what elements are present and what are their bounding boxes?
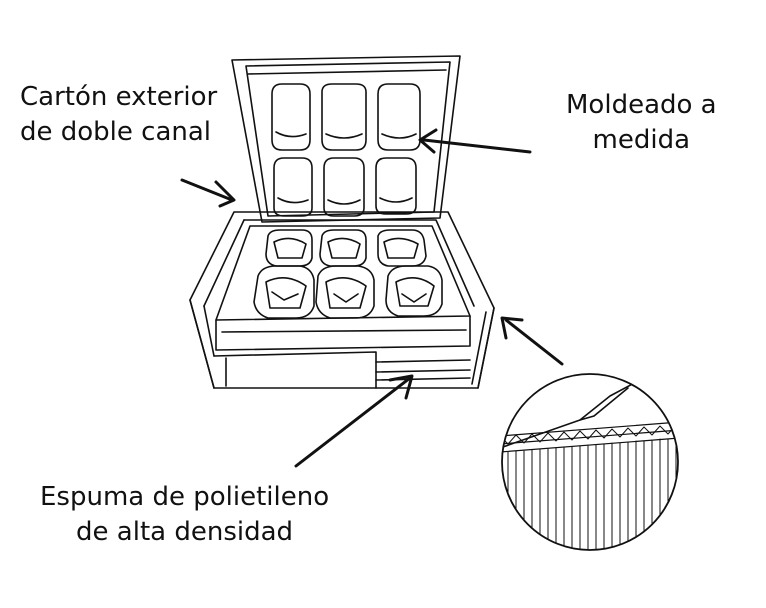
arrow-espuma bbox=[294, 374, 414, 468]
label-carton: Cartón exterior de doble canal bbox=[20, 80, 217, 150]
label-espuma: Espuma de polietileno de alta densidad bbox=[40, 480, 329, 550]
arrow-carton bbox=[180, 178, 236, 208]
zoom-detail-circle bbox=[501, 373, 679, 551]
label-carton-line1: Cartón exterior bbox=[20, 82, 218, 112]
base-cavity bbox=[265, 229, 313, 267]
label-molde: Moldeado a medida bbox=[566, 88, 717, 158]
lid-cavity bbox=[375, 157, 417, 215]
lid-cavity bbox=[271, 83, 311, 151]
arrow-molde bbox=[418, 128, 532, 154]
label-molde-line2: medida bbox=[592, 125, 691, 155]
box-lid bbox=[231, 55, 461, 223]
lid-cavity bbox=[321, 83, 367, 151]
lid-cavity bbox=[377, 83, 421, 151]
base-cavity bbox=[319, 229, 367, 267]
lid-cavity bbox=[273, 157, 313, 217]
label-espuma-line1: Espuma de polietileno bbox=[40, 482, 330, 512]
label-espuma-line2: de alta densidad bbox=[76, 517, 294, 547]
label-molde-line1: Moldeado a bbox=[566, 90, 717, 120]
base-cavity bbox=[315, 265, 375, 319]
label-carton-line2: de doble canal bbox=[20, 117, 212, 147]
base-cavity bbox=[377, 229, 427, 267]
base-cavity bbox=[253, 265, 315, 319]
box-base bbox=[189, 211, 495, 389]
base-cavity bbox=[385, 265, 443, 317]
lid-cavity bbox=[323, 157, 365, 217]
arrow-wall bbox=[500, 316, 564, 366]
